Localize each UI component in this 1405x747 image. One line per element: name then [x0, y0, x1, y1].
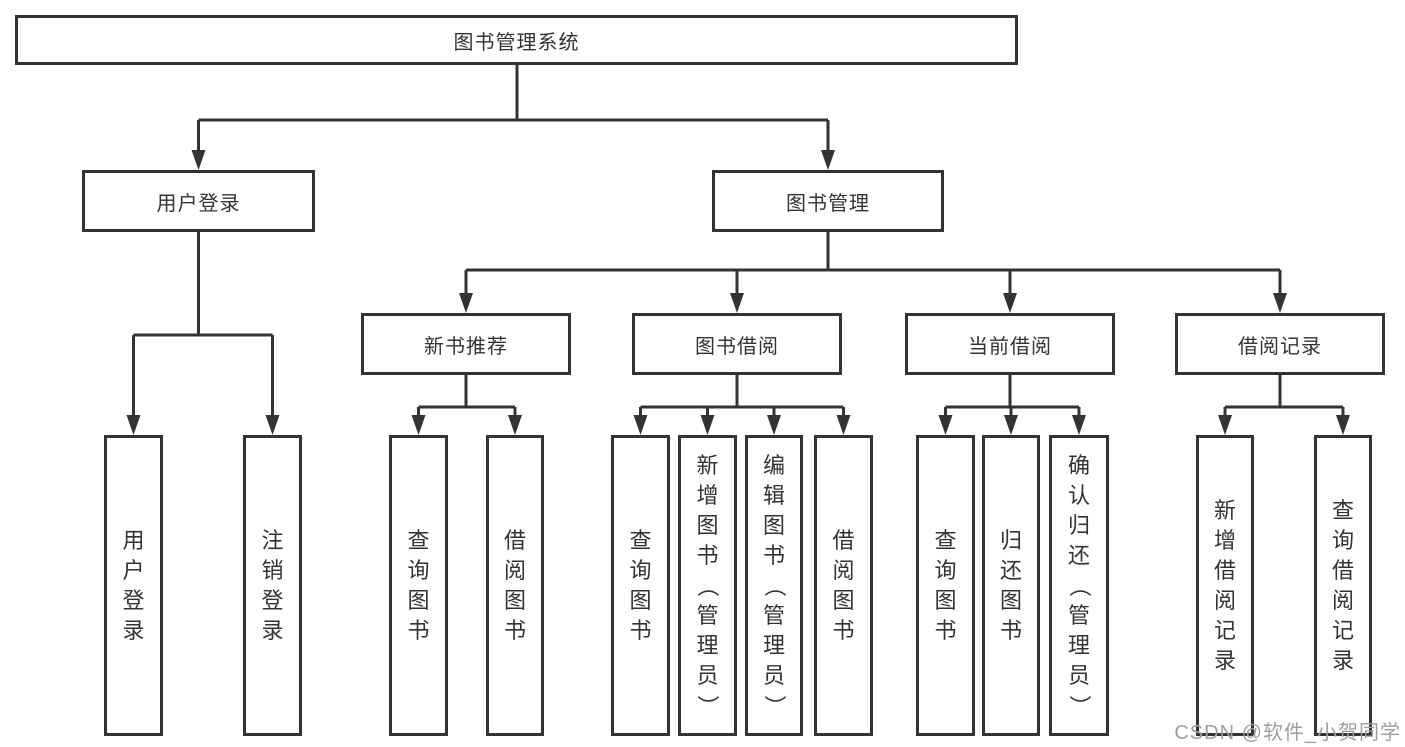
leaf-add-books-admin: 新增图书（管理员） [678, 435, 737, 736]
leaf-edit-books-admin: 编辑图书（管理员） [745, 435, 803, 736]
leaf-confirm-return-admin: 确认归还（管理员） [1049, 435, 1109, 736]
node-current-borrow: 当前借阅 [905, 313, 1115, 375]
leaf-add-borrow-record: 新增借阅记录 [1196, 435, 1254, 736]
node-book-borrow: 图书借阅 [632, 313, 842, 375]
leaf-query-books-borrow: 查询图书 [611, 435, 670, 736]
leaf-query-books-recommend: 查询图书 [389, 435, 448, 736]
arrowheads [126, 150, 1350, 435]
node-library-management-system: 图书管理系统 [15, 15, 1018, 65]
csdn-watermark: CSDN @软件_小贺同学 [1174, 722, 1401, 744]
leaf-borrow-books-recommend: 借阅图书 [486, 435, 544, 736]
node-user-login: 用户登录 [82, 170, 315, 232]
leaf-return-books: 归还图书 [982, 435, 1040, 736]
node-new-book-recommend: 新书推荐 [361, 313, 571, 375]
node-book-management: 图书管理 [712, 170, 944, 232]
leaf-query-borrow-record: 查询借阅记录 [1314, 435, 1372, 736]
leaf-user-login: 用户登录 [104, 435, 163, 736]
node-borrow-record: 借阅记录 [1175, 313, 1385, 375]
leaf-logout: 注销登录 [243, 435, 302, 736]
leaf-query-books-current: 查询图书 [916, 435, 975, 736]
leaf-borrow-books: 借阅图书 [814, 435, 873, 736]
